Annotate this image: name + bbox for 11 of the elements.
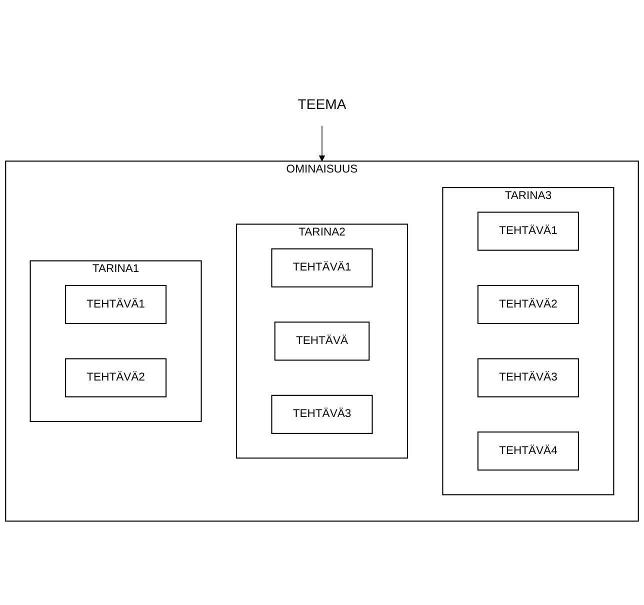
node-box: TEHTÄVÄ1 xyxy=(477,212,579,251)
node-box: TEHTÄVÄ3 xyxy=(477,358,579,398)
node-box: TEHTÄVÄ1 xyxy=(65,285,167,324)
node-box: TEHTÄVÄ xyxy=(274,322,370,361)
node-text: TEEMA xyxy=(298,97,346,113)
arrow xyxy=(318,126,326,162)
node-box: TEHTÄVÄ4 xyxy=(477,432,579,471)
node-box: TEHTÄVÄ1 xyxy=(271,248,373,288)
node-box: TEHTÄVÄ3 xyxy=(271,394,373,434)
node-box: TEHTÄVÄ2 xyxy=(65,358,167,398)
node-box: TEHTÄVÄ2 xyxy=(477,285,579,324)
